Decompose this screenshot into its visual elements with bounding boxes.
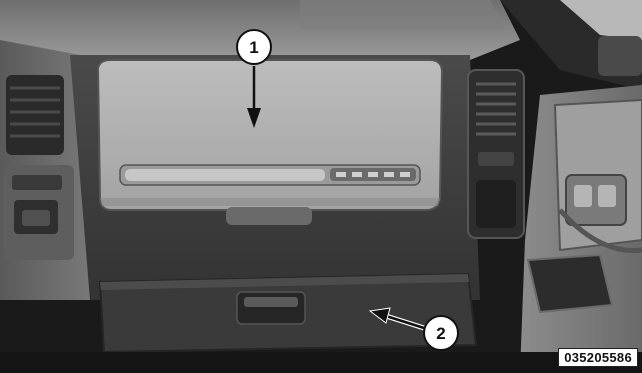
- lower-door-latch: [237, 292, 305, 324]
- callout-2: 2: [424, 316, 458, 350]
- callout-2-number: 2: [436, 324, 445, 343]
- upper-glove-box-door: [98, 60, 442, 210]
- callout-1: 1: [237, 30, 271, 64]
- figure-code-label: 035205586: [558, 348, 638, 367]
- door-armrest-pocket: [528, 255, 612, 312]
- callout-1-number: 1: [249, 38, 258, 57]
